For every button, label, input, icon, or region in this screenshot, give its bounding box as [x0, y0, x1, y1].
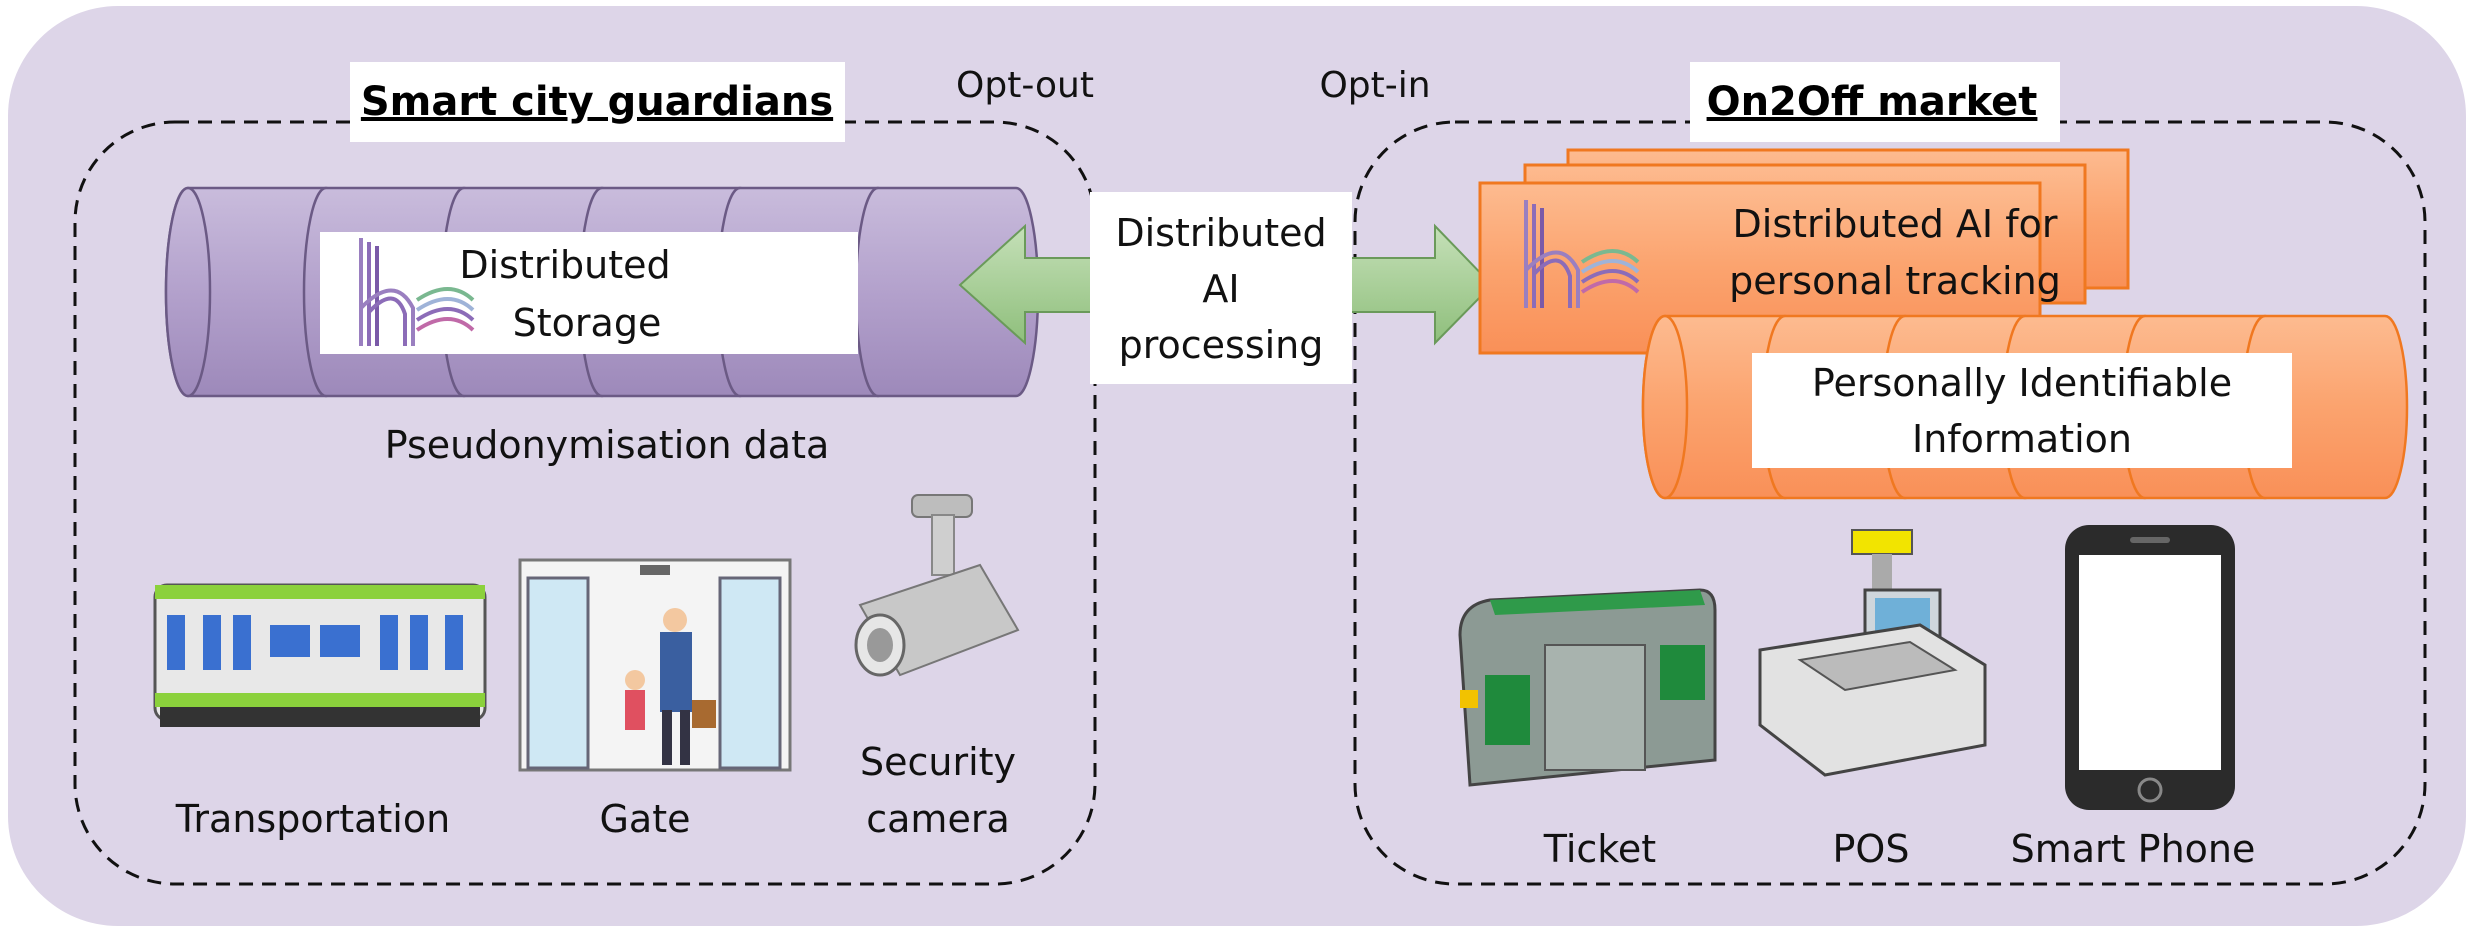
security-camera-icon — [854, 494, 1020, 677]
center-label-line1: Distributed — [1115, 211, 1326, 255]
center-label-line2: AI — [1202, 267, 1239, 311]
opt-in-label: Opt-in — [1319, 65, 1430, 106]
pos-terminal-icon — [1758, 529, 1987, 777]
cylinder-cap — [164, 186, 212, 398]
cylinder-segment — [854, 186, 1040, 398]
device-label-security-line2: camera — [866, 797, 1009, 841]
ticket-gate-icon — [1458, 588, 1717, 787]
device-label-security-line1: Security — [860, 740, 1016, 784]
pii-label-line2: Information — [1912, 417, 2132, 461]
pii-label-line1: Personally Identifiable — [1812, 361, 2232, 405]
device-label-gate: Gate — [599, 797, 690, 841]
right-panel-title: On2Off market — [1707, 79, 2038, 125]
right-title-box — [1690, 62, 2060, 142]
hc-logo-icon — [359, 238, 475, 346]
ai-label-line1: Distributed AI for — [1733, 202, 2058, 246]
center-label-box — [1090, 192, 1352, 384]
smartphone-icon — [2065, 525, 2235, 810]
storage-caption: Pseudonymisation data — [385, 423, 830, 467]
storage-label-box — [320, 232, 858, 354]
device-label-transportation: Transportation — [175, 797, 450, 841]
opt-out-label: Opt-out — [956, 65, 1094, 106]
device-label-smartphone: Smart Phone — [2011, 827, 2256, 871]
device-label-pos: POS — [1833, 827, 1910, 871]
hc-logo-icon — [1524, 200, 1640, 308]
device-label-ticket: Ticket — [1543, 827, 1656, 871]
storage-label-line1: Distributed — [459, 243, 670, 287]
train-icon — [153, 583, 487, 727]
gate-icon — [518, 558, 792, 772]
center-label-line3: processing — [1119, 323, 1324, 367]
ai-label-line2: personal tracking — [1729, 259, 2061, 303]
pii-label-box — [1752, 353, 2292, 468]
cylinder-cap — [1641, 314, 1689, 500]
left-panel-title: Smart city guardians — [361, 79, 833, 125]
distributed-ai-stack — [1478, 148, 2130, 355]
storage-label-line2: Storage — [513, 301, 662, 345]
left-title-box — [350, 62, 845, 142]
left-group-border — [73, 120, 1097, 886]
